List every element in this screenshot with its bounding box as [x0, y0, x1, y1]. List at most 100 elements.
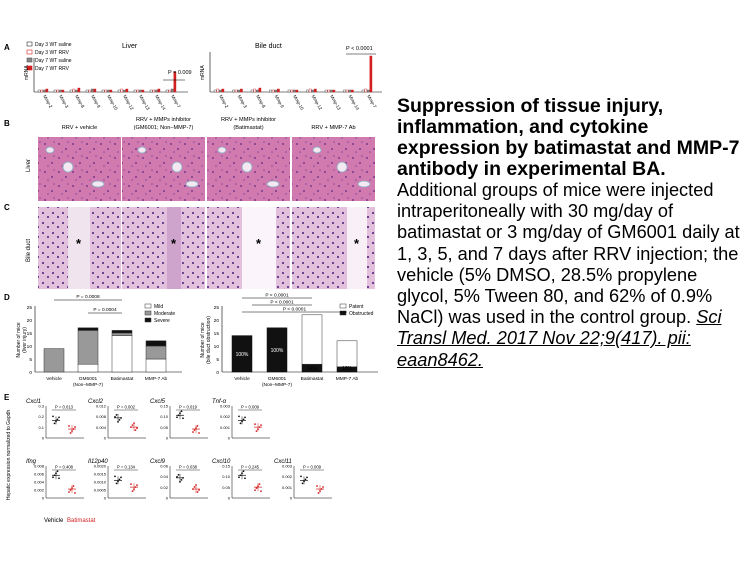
mmp-bar — [277, 88, 280, 93]
bile-ylabel: mRNA — [200, 65, 206, 80]
data-point — [196, 491, 199, 493]
bar-percent-label: 18% — [342, 366, 353, 372]
mmp-tick-label: Mmp-3 — [237, 94, 249, 109]
bar-percent-label: 100% — [236, 352, 249, 358]
bar-percent-label: 100% — [271, 348, 284, 354]
d-right-ylabel-2: (bile duct obstruction) — [206, 316, 212, 364]
mmp-bar — [364, 88, 368, 93]
data-point — [254, 423, 256, 426]
mmp-bar — [253, 88, 257, 93]
data-point — [301, 482, 304, 485]
data-point — [319, 490, 321, 492]
y-tick-label: 0.003 — [220, 404, 231, 409]
data-point — [198, 489, 200, 491]
y-tick-label: 0 — [42, 436, 45, 441]
mmp-bar — [256, 89, 259, 93]
y-tick-label: 0.15 — [160, 404, 169, 409]
mmp-bar — [88, 89, 91, 93]
y-tick-label: 0.10 — [160, 414, 169, 419]
y-tick-label: 0.05 — [160, 425, 169, 430]
gene-title: Tnf-α — [212, 399, 227, 405]
data-point — [130, 483, 132, 486]
category-label: Batimastat — [111, 376, 134, 382]
data-point — [239, 474, 242, 477]
panel-c-row-label: Bile duct — [26, 239, 32, 262]
mmp-bar — [170, 88, 174, 93]
mmp-bar — [165, 89, 169, 93]
legend-label: Day 3 WT saline — [35, 42, 72, 48]
mmp-bar — [173, 71, 177, 93]
mmp-bar — [361, 89, 365, 93]
bile-chart-title: Bile duct — [255, 43, 282, 50]
data-point — [114, 415, 116, 418]
data-point — [53, 474, 56, 477]
data-point — [255, 430, 258, 433]
data-point — [300, 475, 302, 478]
data-point — [179, 412, 181, 415]
mmp-tick-label: Mmp-14 — [348, 94, 361, 111]
mmp-bar — [90, 88, 94, 93]
legend-swatch — [26, 57, 33, 63]
mmp-bar — [274, 89, 278, 93]
mmp-tick-label: Mmp-10 — [292, 94, 305, 111]
category-label: MMP-7 Ab — [145, 376, 168, 382]
mmp-bar — [168, 89, 172, 93]
y-tick-label: 0.0015 — [94, 472, 107, 477]
mmp-bar — [122, 89, 126, 93]
mmp-bar — [157, 88, 161, 93]
bile-pvalue: P < 0.0001 — [346, 46, 373, 52]
mmp-tick-label: Mmp-9 — [274, 94, 286, 109]
data-point — [118, 418, 121, 421]
mmp-bar — [120, 88, 123, 93]
stacked-bar-segment — [77, 363, 99, 373]
data-point — [182, 476, 184, 479]
panel-d-letter: D — [4, 293, 10, 302]
y-tick-label: 0.04 — [160, 474, 169, 479]
y-tick-label: 25 — [27, 305, 33, 311]
y-tick-label: 0.02 — [160, 485, 169, 490]
stacked-bar-segment — [145, 345, 167, 360]
liver-histology-image — [292, 137, 375, 201]
mmp-bar — [74, 89, 78, 93]
mmp-bar — [69, 89, 73, 93]
mmp-tick-label: Mmp-13 — [329, 94, 342, 111]
legend-label: Obstructed — [349, 311, 374, 317]
lumen-asterisk: * — [354, 236, 360, 251]
legend-label: Mild — [154, 304, 163, 310]
y-tick-label: 25 — [214, 305, 220, 311]
y-tick-label: 0.05 — [222, 485, 231, 490]
citation-link[interactable]: Sci Transl Med. 2017 Nov 22;9(417). pii:… — [397, 307, 722, 370]
p-value: P = 0.408 — [55, 465, 74, 470]
mmp-tick-label: Mmp-2 — [42, 94, 54, 109]
data-point — [317, 492, 320, 494]
data-point — [258, 483, 261, 486]
mmp-bar — [104, 89, 107, 93]
data-point — [133, 422, 135, 425]
data-point — [255, 487, 258, 490]
legend-swatch — [339, 303, 347, 309]
mmp-tick-label: Mmp-7 — [170, 94, 182, 109]
mmp-bar — [136, 89, 140, 93]
data-point — [68, 491, 70, 493]
data-point — [195, 484, 197, 486]
mmp-bar — [269, 89, 272, 93]
data-point — [114, 475, 116, 478]
vessel — [217, 146, 227, 154]
data-point — [52, 415, 54, 418]
legend-label: Day 7 WT RRV — [35, 66, 70, 72]
gene-title: Il12p40 — [88, 459, 108, 465]
panel-b-letter: B — [4, 119, 10, 128]
data-point — [304, 478, 307, 481]
y-tick-label: 0.008 — [34, 464, 45, 469]
mmp-bar — [234, 89, 238, 93]
y-tick-label: 0.003 — [282, 464, 293, 469]
category-label: Vehicle — [46, 376, 62, 382]
stacked-bar-segment — [43, 348, 65, 373]
p-value: P = 0.013 — [55, 405, 74, 410]
y-tick-label: 0.012 — [96, 404, 107, 409]
data-point — [120, 476, 122, 479]
vessel — [241, 161, 253, 173]
